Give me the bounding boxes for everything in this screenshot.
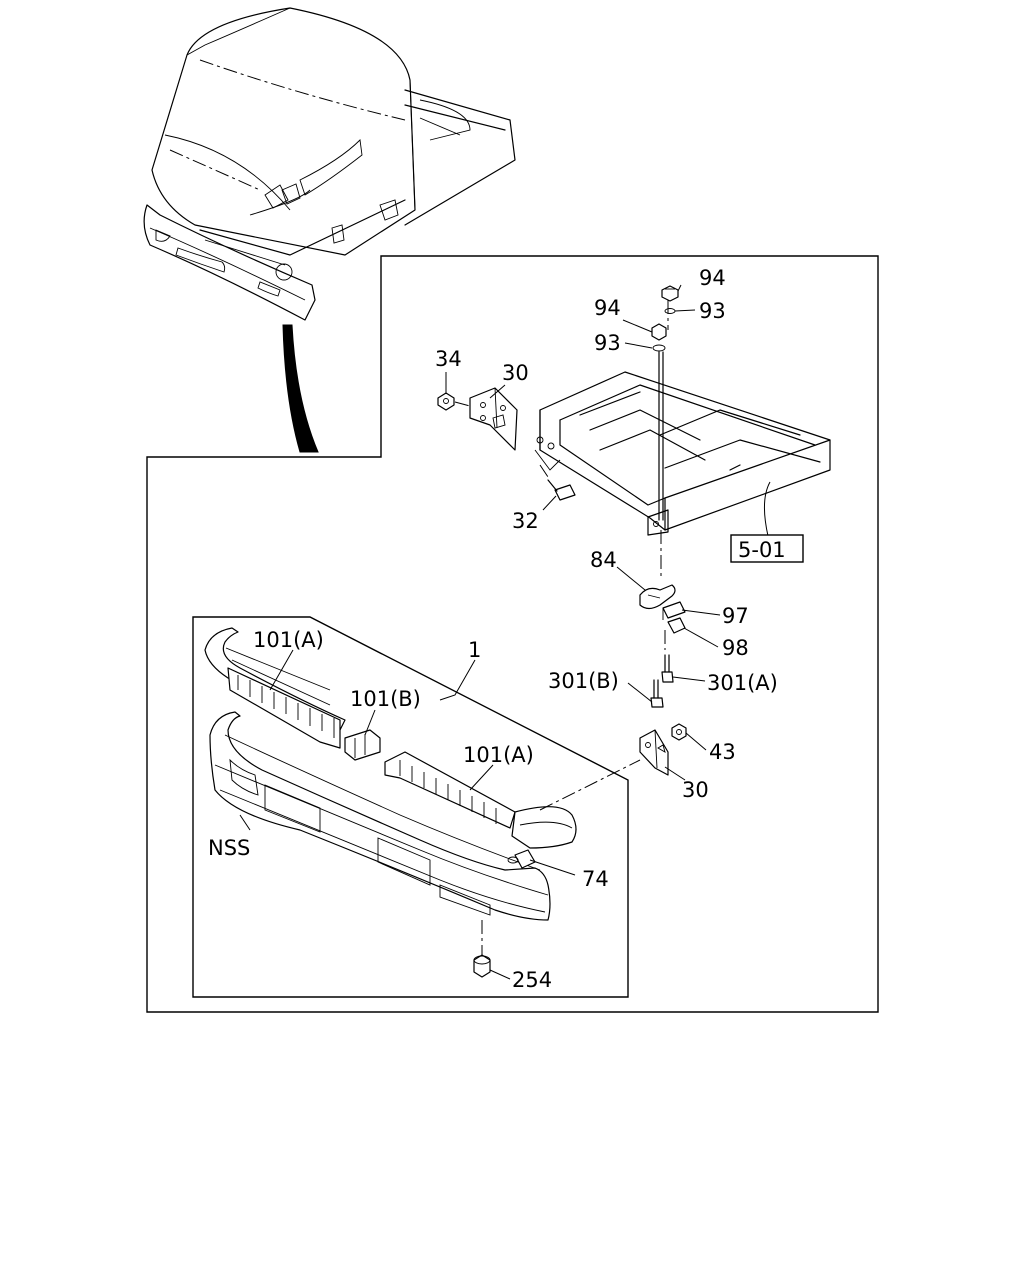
label-30-bot: 30 [682,778,709,802]
label-93-mid: 93 [594,331,621,355]
label-43: 43 [709,740,736,764]
leader-lines [239,284,721,980]
detail-frame [146,255,879,1013]
label-74: 74 [582,867,609,891]
label-101b: 101(B) [350,687,421,711]
label-1: 1 [468,638,481,662]
label-84: 84 [590,548,617,572]
bumper-assembly [204,627,641,978]
label-98: 98 [722,636,749,660]
label-101a-left: 101(A) [253,628,324,652]
label-30-top: 30 [502,361,529,385]
chassis-frame [534,371,831,537]
bumper-detail-box [192,616,629,998]
label-254: 254 [512,968,552,992]
label-301b: 301(B) [548,669,619,693]
upper-bracket [437,387,576,501]
part-labels: 94 93 94 93 34 30 32 84 97 98 301(B) 301… [208,266,778,992]
ref-501-label: 5-01 [738,538,786,562]
label-94-top: 94 [699,266,726,290]
label-101a-right: 101(A) [463,743,534,767]
stay-rod [639,285,686,708]
label-97: 97 [722,604,749,628]
ref-501-box [730,534,804,563]
lower-bracket [639,723,687,776]
label-34: 34 [435,347,462,371]
label-301a: 301(A) [707,671,778,695]
label-93-top: 93 [699,299,726,323]
label-94-mid: 94 [594,296,621,320]
label-32: 32 [512,509,539,533]
truck-overview [143,7,516,453]
label-nss: NSS [208,836,250,860]
